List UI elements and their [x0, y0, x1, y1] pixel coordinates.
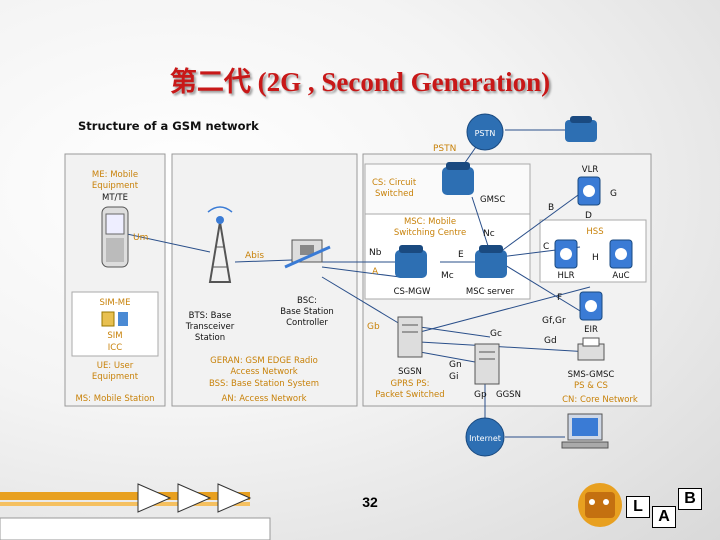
logo-letter-a: A — [652, 506, 676, 528]
cs-mgw-label: CS-MGW — [394, 287, 431, 297]
logo-icon — [578, 483, 622, 527]
slide-title: 第二代 (2G , Second Generation) — [169, 67, 551, 97]
bsc-label-2: Base Station — [280, 307, 334, 317]
bss-label: BSS: Base Station System — [209, 379, 319, 389]
gp-interface-label: Gp — [474, 390, 487, 400]
f-interface-label: F — [557, 293, 562, 303]
ggsn-server-icon — [474, 343, 500, 385]
d-interface-label: D — [585, 211, 592, 221]
cs-label-1: CS: Circuit — [372, 178, 417, 188]
cn-box-label: CN: Core Network — [562, 395, 638, 405]
b-interface-label: B — [548, 203, 554, 213]
mobile-phone-icon — [101, 206, 129, 268]
vlr-label: VLR — [582, 165, 599, 175]
bsc-label-3: Controller — [286, 318, 328, 328]
cs-mgw-phone-icon — [395, 245, 427, 278]
sgsn-server-icon — [397, 316, 423, 358]
c-interface-label: C — [543, 242, 549, 252]
sim-card-icon — [101, 311, 128, 327]
sms-gmsc-label: SMS-GMSC — [568, 370, 615, 380]
auc-label: AuC — [612, 271, 629, 281]
svg-text:Internet: Internet — [469, 434, 501, 443]
pstn-label: PSTN — [433, 144, 456, 154]
arrow-3-icon — [217, 483, 252, 513]
gprs-label-2: Packet Switched — [375, 390, 444, 400]
sgsn-label: SGSN — [398, 367, 422, 377]
bts-label-1: BTS: Base — [189, 311, 232, 321]
gsm-structure-diagram: Structure of a GSM network PSTN PSTN — [64, 113, 652, 457]
me-label-2: Equipment — [92, 181, 139, 191]
mc-label: Mc — [441, 271, 454, 281]
gc-interface-label: Gc — [490, 329, 502, 339]
sim-me-label: SIM-ME — [99, 298, 130, 308]
arrow-1-icon — [137, 483, 172, 513]
sim-label: SIM — [107, 331, 122, 341]
footer-decoration — [0, 483, 622, 540]
auc-database-icon — [609, 239, 633, 269]
hlr-database-icon — [554, 239, 578, 269]
cs-label-2: Switched — [375, 189, 414, 199]
ue-label-2: Equipment — [92, 372, 139, 382]
msc-server-phone-icon — [475, 245, 507, 278]
bts-label-3: Station — [195, 333, 225, 343]
me-label-3: MT/TE — [102, 193, 128, 203]
gd-interface-label: Gd — [544, 336, 557, 346]
diagram-heading: Structure of a GSM network — [78, 119, 259, 133]
eir-label: EIR — [584, 325, 598, 335]
nc-label: Nc — [483, 229, 495, 239]
msc-label-1: MSC: Mobile — [404, 217, 456, 227]
bts-tower-icon — [207, 206, 233, 283]
ms-box-label: MS: Mobile Station — [75, 394, 154, 404]
hlr-label: HLR — [557, 271, 574, 281]
connection-lines — [117, 129, 591, 438]
eir-database-icon — [579, 291, 603, 321]
logo-letter-l: L — [626, 496, 650, 518]
pstn-cloud: PSTN — [466, 113, 504, 151]
bsc-device-icon — [284, 239, 331, 269]
computer-icon — [561, 413, 609, 449]
geran-label-2: Access Network — [230, 367, 297, 377]
ps-cs-label: PS & CS — [574, 381, 608, 391]
g-interface-label: G — [610, 189, 617, 199]
um-label: Um — [133, 233, 148, 243]
msc-server-label: MSC server — [466, 287, 515, 297]
gmsc-phone-icon — [442, 162, 474, 195]
icc-label: ICC — [108, 343, 122, 353]
ms-box — [64, 153, 166, 407]
an-box-label: AN: Access Network — [221, 394, 306, 404]
gprs-label-1: GPRS PS: — [390, 379, 429, 389]
hss-label: HSS — [586, 227, 603, 237]
internet-cloud: Internet — [465, 417, 505, 457]
svg-text:PSTN: PSTN — [475, 129, 496, 138]
bts-label-2: Transceiver — [185, 322, 235, 332]
vlr-database-icon — [577, 176, 601, 206]
abis-label: Abis — [245, 251, 264, 261]
gn-interface-label: Gn — [449, 360, 462, 370]
page-number: 32 — [362, 494, 378, 510]
a-interface-label: A — [372, 267, 379, 277]
arrow-2-icon — [177, 483, 212, 513]
sim-me-box — [71, 291, 159, 357]
gb-interface-label: Gb — [367, 322, 380, 332]
msc-label-2: Switching Centre — [394, 228, 466, 238]
me-label-1: ME: Mobile — [92, 170, 138, 180]
sms-gmsc-printer-icon — [577, 337, 605, 361]
h-interface-label: H — [592, 253, 599, 263]
gmsc-label: GMSC — [480, 195, 505, 205]
gf-gr-interface-label: Gf,Gr — [542, 316, 566, 326]
bsc-label-1: BSC: — [297, 296, 317, 306]
ggsn-label: GGSN — [496, 390, 521, 400]
geran-label-1: GERAN: GSM EDGE Radio — [210, 356, 318, 366]
ue-label-1: UE: User — [97, 361, 134, 371]
gi-interface-label: Gi — [449, 372, 458, 382]
pstn-phone-icon — [565, 116, 597, 142]
nb-label: Nb — [369, 248, 382, 258]
logo-letter-b: B — [678, 488, 702, 510]
e-interface-label: E — [458, 250, 464, 260]
